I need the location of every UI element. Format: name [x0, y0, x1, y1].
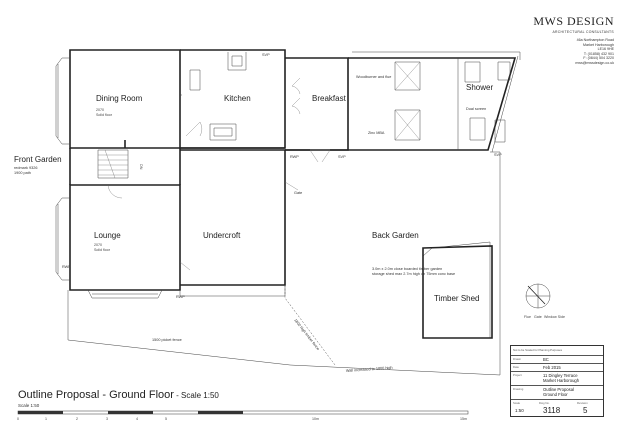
tb-label: Revision	[577, 401, 588, 405]
note-front-path: redmark 9326	[14, 166, 37, 170]
address-line: LE16 9HE	[597, 47, 614, 52]
note-fence-diag: 1800 high timber fence	[293, 318, 320, 351]
address-line: 46a Northampton Road	[576, 38, 614, 42]
note-shed-1: 3.0m x 2.0m close boarded timber garden	[372, 267, 442, 271]
room-back-garden: Back Garden	[372, 231, 419, 240]
tb-row: Drawing Outline Proposal Ground Floor	[511, 385, 603, 400]
note-stair: DN	[139, 164, 143, 170]
scale-label: Scale 1:50	[18, 403, 40, 408]
brand-logo: MWS DESIGN	[533, 14, 614, 28]
drawing-title-scale: - Scale 1:50	[173, 391, 219, 400]
brand-tagline: ARCHITECTURAL CONSULTANTS	[552, 30, 614, 34]
compass-rose	[525, 283, 551, 309]
note-picket: 1500 picket fence	[152, 338, 182, 342]
note-fence-new: Wall increased to 1800 high	[346, 366, 393, 373]
note-rwp-4: RWP	[62, 265, 71, 269]
compass-item: Gate	[534, 315, 542, 319]
dim-label: 2070	[96, 108, 104, 112]
room-timber-shed: Timber Shed	[434, 294, 480, 303]
note-zinc: Zinc MBA	[368, 131, 385, 135]
note-gate: Gate	[294, 191, 302, 195]
note-front-path-2: 1900 path	[14, 171, 31, 175]
tb-project-1: 11 Dingley Terrace	[543, 373, 578, 378]
tb-row: Drawn BC	[511, 355, 603, 362]
room-lounge: Lounge	[94, 231, 121, 240]
tb-label: Dwg No.	[539, 401, 550, 405]
tb-label: Project	[513, 373, 522, 377]
scale-tick: 0	[17, 417, 19, 421]
plan-notes: Woodburner and flue Zinc MBA Dual screen…	[14, 53, 502, 373]
note-woodburner: Woodburner and flue	[356, 75, 391, 79]
scale-tick: 1	[45, 417, 47, 421]
address-line: T: (01858) 432 901	[583, 51, 614, 56]
room-lounge-floor: Solid floor	[94, 248, 111, 252]
house-walls	[55, 49, 521, 299]
scale-bar	[17, 410, 469, 415]
compass-labels: Flue Gate Window Side	[524, 315, 565, 319]
room-dining: Dining Room	[96, 94, 143, 103]
tb-dwg-no: 3118	[543, 406, 561, 415]
drawing-title-text: Outline Proposal - Ground Floor	[18, 389, 174, 401]
room-shower: Shower	[466, 83, 493, 92]
compass-item: Flue	[524, 315, 531, 319]
scale-tick: 5	[165, 417, 167, 421]
address-line: Market Harborough	[583, 42, 614, 47]
note-svp-6: SVP	[494, 153, 502, 157]
tb-revision: 5	[583, 406, 588, 415]
scale-tick: 3	[106, 417, 108, 421]
room-front-garden: Front Garden	[14, 155, 62, 164]
brand-address: 46a Northampton Road Market Harborough L…	[520, 38, 614, 66]
scale-tick: 10m	[312, 417, 319, 421]
note-svp-3: SVP	[338, 155, 346, 159]
dim-label: 2070	[94, 243, 102, 247]
tb-drawing-1: Outline Proposal	[543, 387, 574, 392]
tb-row: Date Feb 2015	[511, 363, 603, 370]
note-shed-2: storage shed max 2.7m high on 75mm conc …	[372, 272, 455, 276]
tb-row: Scale 1:50 Dwg No. 3118 Revision 5	[511, 399, 603, 416]
room-kitchen: Kitchen	[224, 94, 251, 103]
brand-block: MWS DESIGN ARCHITECTURAL CONSULTANTS 46a…	[520, 14, 614, 66]
room-labels: Dining Room Solid floor 2070 Kitchen Bre…	[14, 83, 493, 303]
timber-shed	[422, 241, 493, 339]
address-line: F: (0844) 504 3220	[583, 56, 614, 61]
tb-date: Feb 2015	[543, 365, 561, 370]
room-breakfast: Breakfast	[312, 94, 347, 103]
scale-tick: 15m	[460, 417, 467, 421]
compass-item: Window Side	[544, 315, 565, 319]
note-rwp-5: RWP	[176, 295, 185, 299]
scale-tick: 4	[136, 417, 138, 421]
room-undercroft: Undercroft	[203, 231, 241, 240]
site-boundary	[67, 151, 501, 376]
room-dining-floor: Solid floor	[96, 113, 113, 117]
title-block: Not to be Scaled for Planning Purposes D…	[510, 345, 604, 417]
drawing-title: Outline Proposal - Ground Floor - Scale …	[18, 389, 219, 401]
tb-label: Drawing	[513, 387, 524, 391]
tb-project-2: Market Harborough	[543, 378, 580, 383]
tb-label: Scale	[513, 401, 520, 405]
address-line: mws@mwsdesign.co.uk	[575, 60, 614, 65]
tb-row: Project 11 Dingley Terrace Market Harbor…	[511, 371, 603, 386]
internal-lines	[97, 52, 511, 271]
tb-drawn: BC	[543, 357, 549, 362]
tb-heading: Not to be Scaled for Planning Purposes	[513, 348, 562, 352]
tb-label: Date	[513, 365, 519, 369]
note-dual: Dual screen	[466, 107, 486, 111]
tb-scale: 1:50	[515, 408, 524, 413]
scale-bar-ticks: 0 1 2 3 4 5 10m 15m	[17, 417, 467, 421]
note-rwp-2: RWP	[290, 155, 299, 159]
scale-tick: 2	[76, 417, 78, 421]
tb-label: Drawn	[513, 357, 522, 361]
note-svp-1: SVP	[262, 53, 270, 57]
tb-drawing-2: Ground Floor	[543, 392, 568, 397]
